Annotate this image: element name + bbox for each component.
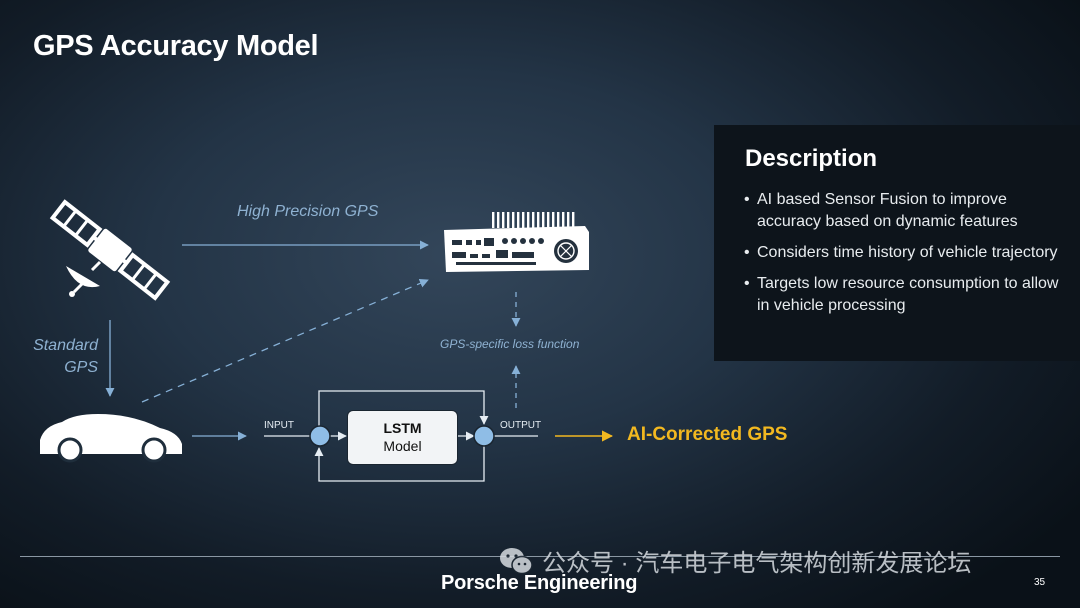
lstm-model-box: LSTM Model [347, 410, 458, 465]
watermark-text: 公众号 · 汽车电子电气架构创新发展论坛 [542, 550, 972, 577]
watermark: 公众号 · 汽车电子电气架构创新发展论坛 [498, 543, 971, 578]
standard-gps-label-line1: Standard [33, 337, 98, 354]
standard-gps-label: Standard GPS [22, 335, 98, 379]
description-panel: Description AI based Sensor Fusion to im… [714, 125, 1080, 361]
description-bullet: Targets low resource consumption to allo… [744, 273, 1064, 317]
input-label: INPUT [264, 420, 294, 431]
standard-gps-label-line2: GPS [64, 359, 98, 376]
brand-logo-text: Porsche Engineering [441, 572, 638, 594]
output-label: OUTPUT [500, 420, 542, 431]
top-feedback-loop [318, 390, 489, 426]
model-subtitle: Model [383, 438, 422, 454]
description-bullet: Considers time history of vehicle trajec… [744, 242, 1064, 264]
footer-divider [20, 556, 1060, 557]
description-heading: Description [745, 145, 878, 172]
gps-receiver-device-icon [444, 212, 589, 272]
car-to-device-dashed-arrow [141, 279, 429, 403]
bottom-feedback-loop [314, 446, 485, 482]
model-name: LSTM [383, 420, 422, 436]
description-list: AI based Sensor Fusion to improve accura… [744, 189, 1064, 326]
input-node [309, 425, 331, 447]
loss-function-label: GPS-specific loss function [440, 337, 580, 351]
output-node [473, 425, 495, 447]
satellite-icon [49, 199, 171, 301]
car-icon [40, 414, 182, 463]
description-bullet: AI based Sensor Fusion to improve accura… [744, 189, 1064, 233]
ai-corrected-gps-label: AI-Corrected GPS [627, 424, 788, 445]
page-number: 35 [1034, 577, 1046, 588]
high-precision-gps-label: High Precision GPS [237, 203, 379, 220]
slide-title: GPS Accuracy Model [33, 30, 319, 62]
wechat-icon [500, 547, 533, 574]
